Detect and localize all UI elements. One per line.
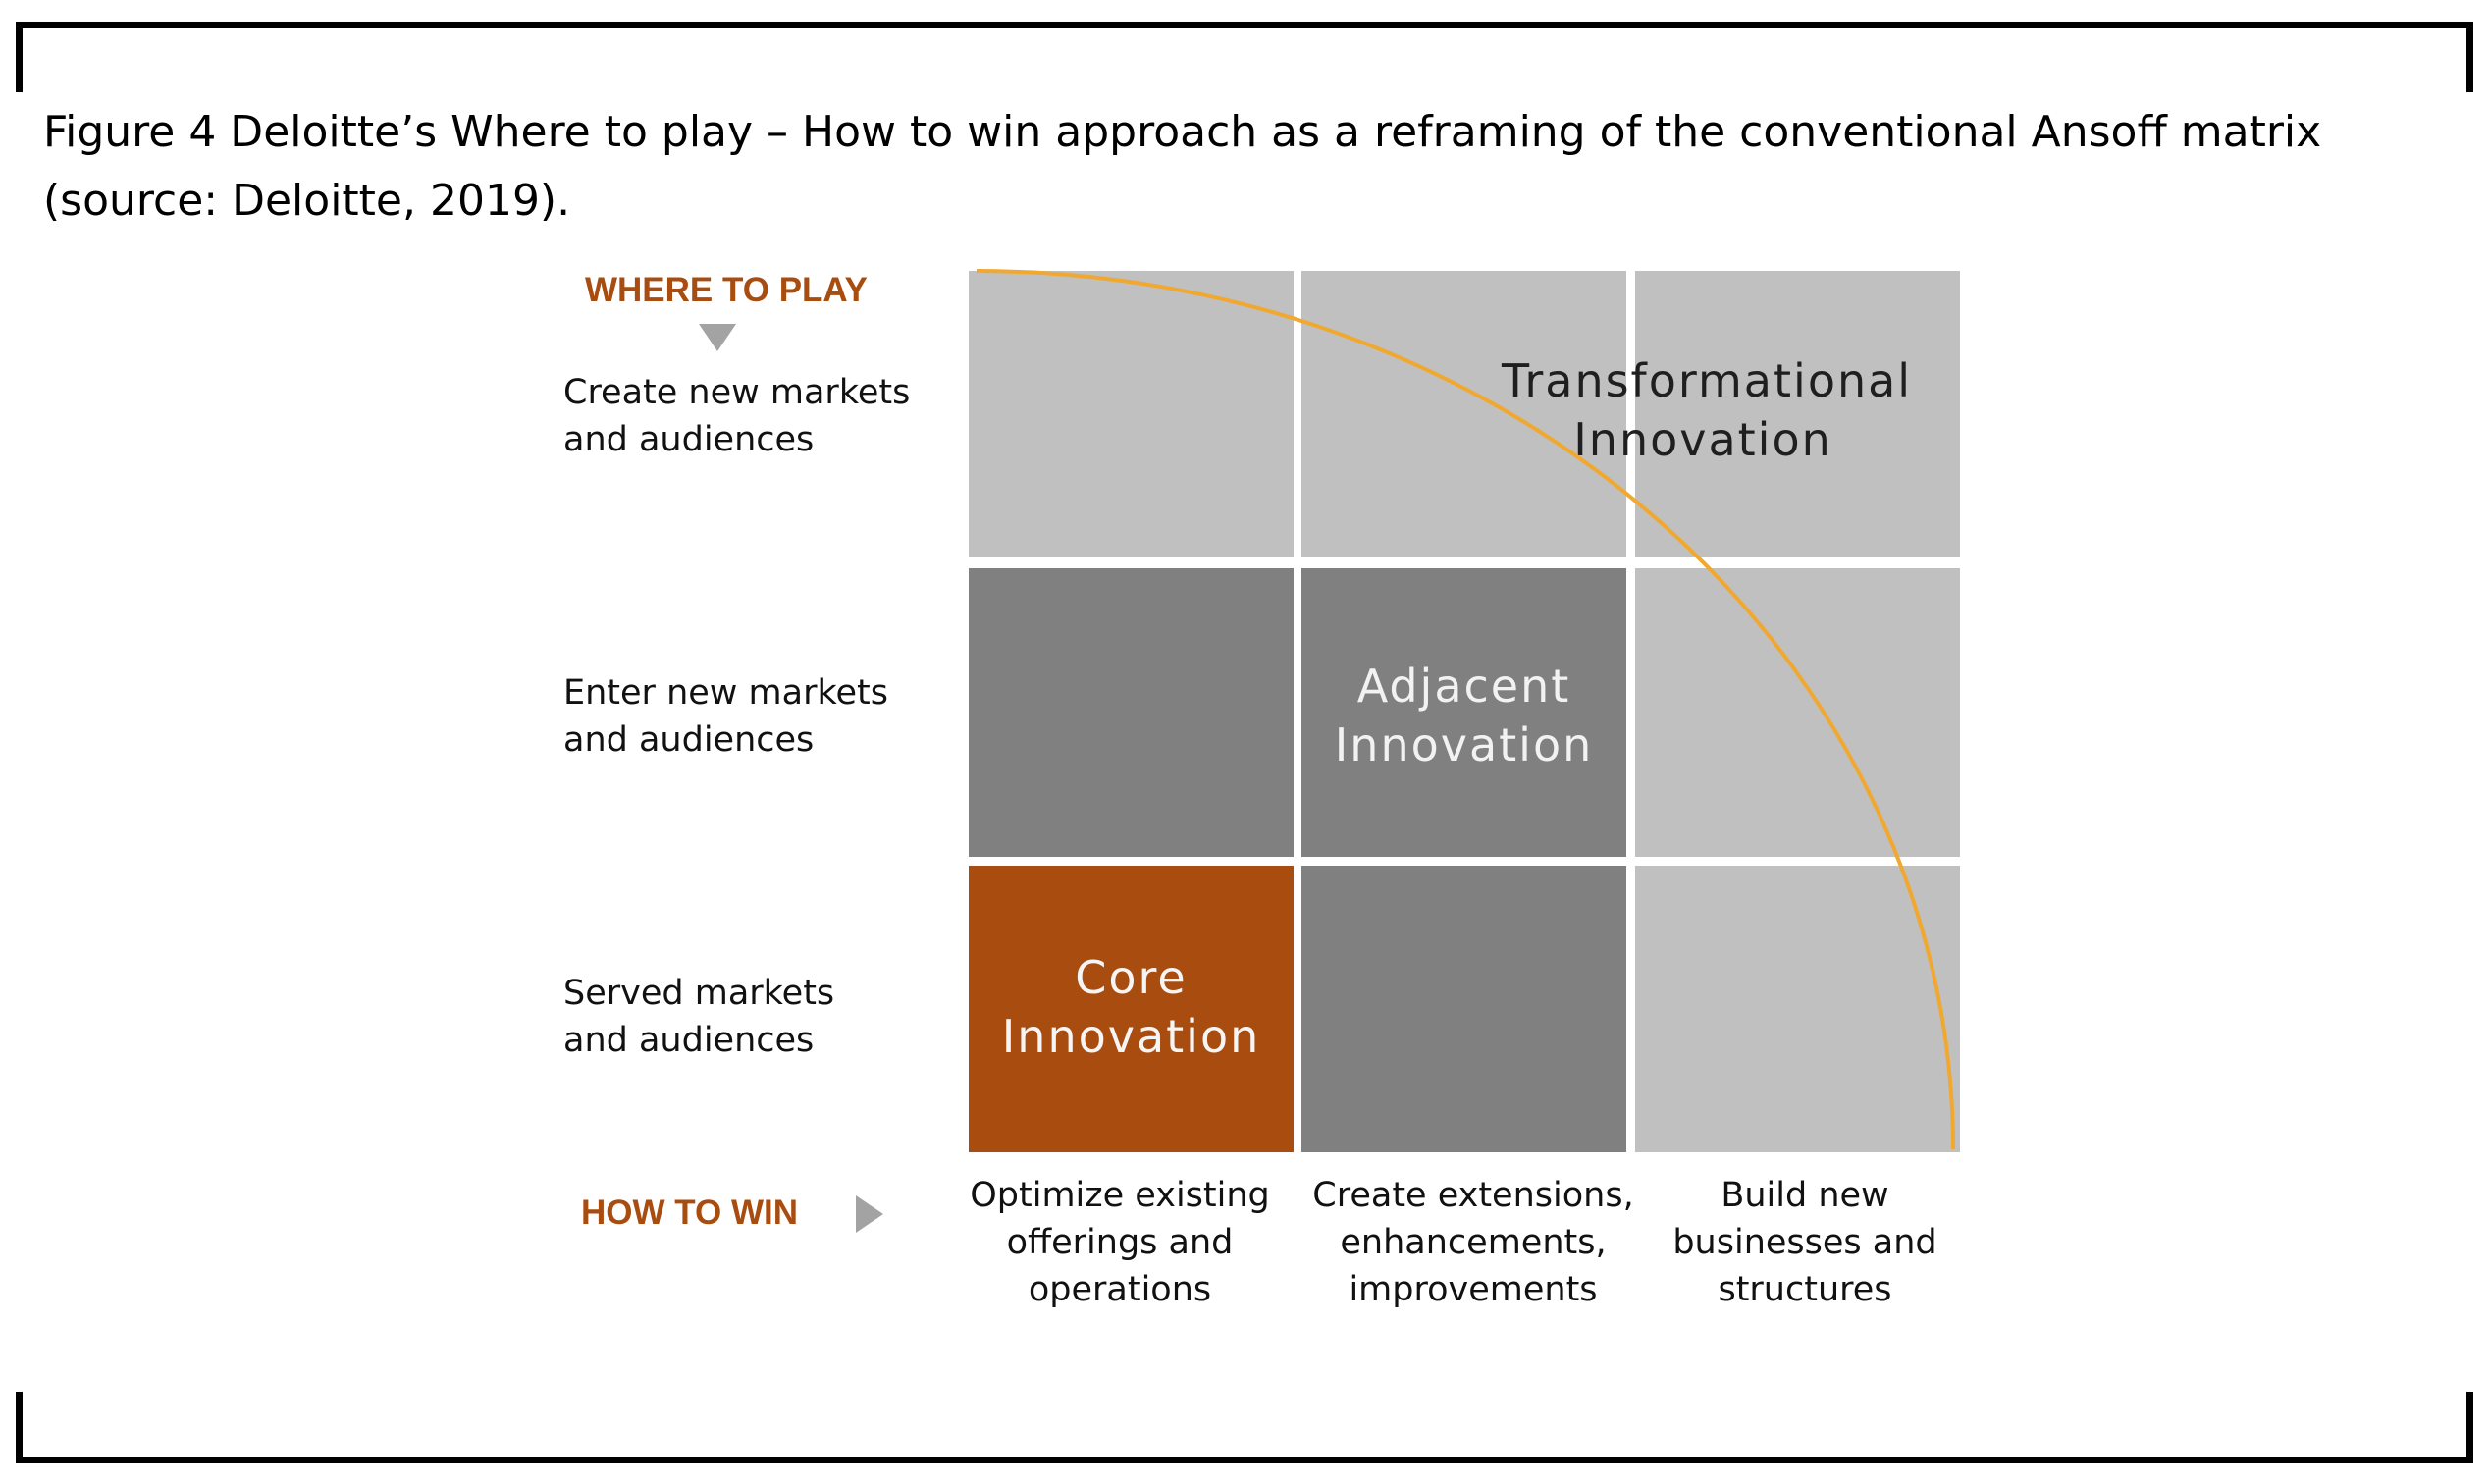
col-label-build: Build new businesses and structures [1672,1176,1937,1309]
figure-caption: Figure 4 Deloitte’s Where to play – How … [43,98,2418,236]
frame-top-right-tick [2466,22,2473,92]
row-label-create: Create new markets and audiences [563,373,911,459]
col-label-extensions: Create extensions, enhancements, improve… [1312,1176,1634,1309]
frame-bottom-right-tick [2466,1392,2473,1463]
down-arrow-icon [699,324,736,351]
cell-served-build [1635,866,1960,1152]
frame-bottom-line [16,1457,2473,1463]
transformational-innovation-label: Transformational Innovation [1502,354,1913,466]
core-innovation-label: Core Innovation [1001,951,1261,1063]
right-arrow-icon [856,1195,883,1233]
row-label-enter: Enter new markets and audiences [563,673,888,760]
cell-enter-extensions [1301,568,1626,857]
caption-line-1: Figure 4 Deloitte’s Where to play – How … [43,107,2322,157]
caption-line-2: (source: Deloitte, 2019). [43,176,571,226]
how-to-win-title: HOW TO WIN [581,1193,798,1232]
cell-served-optimize [969,866,1294,1152]
cell-enter-build [1635,568,1960,857]
col-label-optimize: Optimize existing offerings and operatio… [970,1176,1270,1309]
cell-enter-optimize [969,568,1294,857]
cell-create-optimize [969,271,1294,557]
row-label-served: Served markets and audiences [563,974,835,1060]
frame-top-left-tick [16,22,23,92]
frame-bottom-left-tick [16,1392,23,1463]
cell-create-build [1635,271,1960,557]
where-to-play-title: WHERE TO PLAY [585,271,868,309]
arc-path [976,269,1955,1150]
frame-top-line [16,22,2473,28]
adjacent-innovation-label: Adjacent Innovation [1334,660,1594,771]
cell-create-extensions [1301,271,1626,557]
cell-served-extensions [1301,866,1626,1152]
